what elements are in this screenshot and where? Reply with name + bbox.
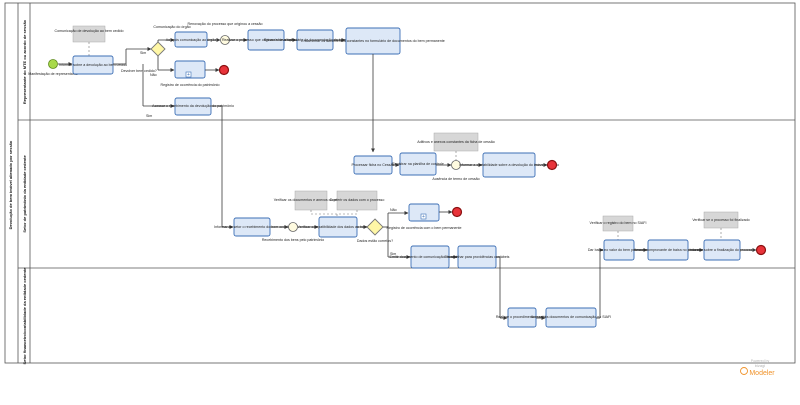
task-14-text: Realizar o procedimento contábil xyxy=(496,315,549,319)
event-1-label: Comunicação do órgão xyxy=(153,25,190,29)
intermediate-event-1[interactable] xyxy=(220,35,230,45)
subprocess-registro[interactable] xyxy=(408,203,440,222)
task-5-text: Encaminhar os documentos constantes no f… xyxy=(301,39,445,43)
note-6-text: Verificar se o processo foi finalizado xyxy=(692,218,749,222)
intermediate-event-2[interactable] xyxy=(451,160,461,170)
task-1-text: Informar sobre a devolução ao bem cedido xyxy=(59,63,127,67)
watermark-brand: bizagi xyxy=(755,363,766,368)
lane-label-1: Representante do MTE ou acordo de sessão xyxy=(22,19,27,104)
task-procedimento-contabil[interactable] xyxy=(507,307,537,328)
note-1-text: Comunicação de devolução ao bem cedido xyxy=(55,29,124,33)
end-event-2[interactable] xyxy=(546,159,558,171)
task-18-text: Informar sobre a finalização do processo xyxy=(690,248,755,252)
note-2-text: Aditivos e anexos constantes da ficha de… xyxy=(417,140,495,144)
task-15-text: Acessar os documentos de comunicação no … xyxy=(531,315,612,319)
event-3-label: Ausência de termo de cessão xyxy=(432,177,479,181)
task-8-text: Registrar na planilha de controle xyxy=(392,162,444,166)
subprocess-2-label: Registro de ocorrência com o bem permane… xyxy=(386,226,461,230)
plus-icon-2: + xyxy=(422,214,425,220)
branch-yes-label: Sim xyxy=(146,114,152,118)
gateway-2-no-label: Não xyxy=(390,208,397,212)
gateway-yes-label: Sim xyxy=(140,51,146,55)
end-event-4[interactable] xyxy=(755,244,767,256)
pool xyxy=(4,2,796,364)
subprocess-1-label: Registro de ocorrência do patrimônio xyxy=(161,83,220,87)
task-17-text: Anexar comprovante de baixa no processo xyxy=(634,248,702,252)
note-3-text: Verificar os documentos e anexos do proc… xyxy=(274,198,349,202)
start-event[interactable] xyxy=(48,59,58,69)
task-10-text: Informar ao setor o recebimento do bem c… xyxy=(214,225,290,229)
gateway-2-label: Dados estão corretos? xyxy=(357,239,393,243)
task-3-text: Realizar o processo que originou a devol… xyxy=(222,38,310,42)
task-acessar-recebimento[interactable] xyxy=(174,97,212,116)
note-5-text: Verificar o registro do bem no SIAFI xyxy=(590,221,647,225)
task-12-text: Emitir documento de comunicação de receb… xyxy=(390,255,471,259)
task-11-text: Verificar compatibilidade dos dados ao b… xyxy=(297,225,378,229)
end-event-3[interactable] xyxy=(451,206,463,218)
plus-icon: + xyxy=(187,72,190,78)
task-7-text: Processar ficha no Cessão xyxy=(352,163,395,167)
task-acessar-siafi[interactable] xyxy=(545,307,597,328)
pool-title: Devolução de bem imóvel alienado por ses… xyxy=(8,140,13,229)
note-4-text: Conferir os dados com o processo xyxy=(330,198,385,202)
watermark-modeler: Modeler xyxy=(749,370,775,377)
start-label: Manifestação de representante xyxy=(28,72,78,76)
lane-label-3: Setor financeiro/contabilidade da entida… xyxy=(22,267,27,365)
gateway-dados-corretos[interactable] xyxy=(366,218,384,236)
lane-label-2: Setor de patrimônio da entidade cedente xyxy=(22,155,27,233)
task-6-text: Acessar o recebimento da devolução do pa… xyxy=(152,104,234,108)
task-2-text: Ao após comunicação ao órgão xyxy=(166,38,217,42)
bizagi-logo-icon xyxy=(740,367,748,375)
task-13-text: Encaminhar para providências contábeis xyxy=(445,255,510,259)
event-2-label: Renovação do processo que originou a ces… xyxy=(188,22,263,26)
event-4-label: Recebimento dos bens pelo patrimônio xyxy=(262,238,324,242)
subprocess-cancelamento[interactable] xyxy=(174,60,206,79)
gateway-no-label: Não xyxy=(150,73,157,77)
watermark-powered: Powered by xyxy=(751,359,770,363)
task-16-text: Dar baixa no valor do bem permanente xyxy=(588,248,650,252)
end-event-1[interactable] xyxy=(218,64,230,76)
task-9-text: Informar a contabilidade sobre a devoluç… xyxy=(459,163,559,167)
bizagi-watermark: Powered by bizagi Modeler xyxy=(740,359,775,377)
intermediate-event-3[interactable] xyxy=(288,222,298,232)
task-registrar-planilha[interactable] xyxy=(399,152,437,176)
gateway-1-label: Devolver bem cedido? xyxy=(121,69,157,73)
gateway-2-yes-label: Sim xyxy=(390,252,396,256)
task-4-text: Encaminhar o formulário de documentação … xyxy=(264,38,366,42)
task-informar-devolucao[interactable] xyxy=(72,55,114,75)
task-comunicacao-orgao[interactable] xyxy=(174,31,208,48)
